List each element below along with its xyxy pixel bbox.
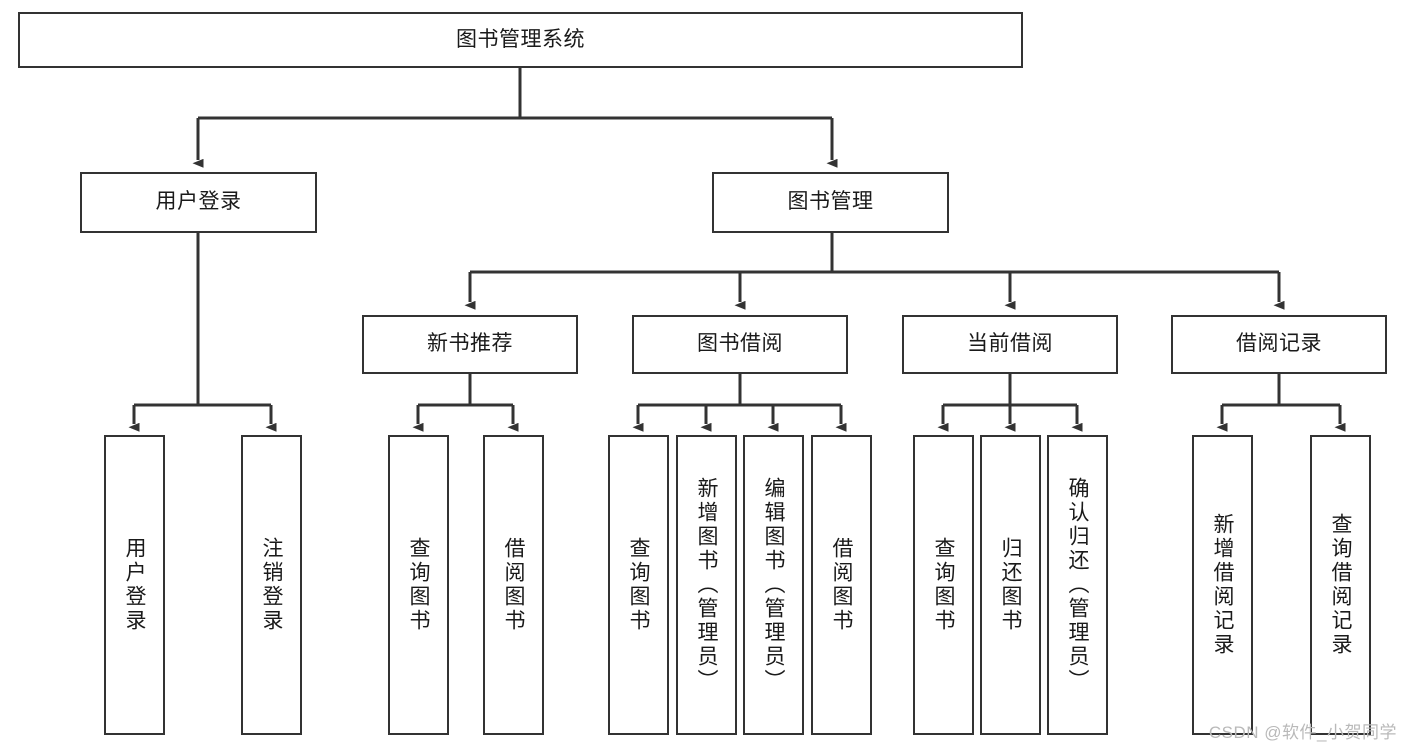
node-leaf-query-book-3[interactable]: 查询图书: [913, 435, 974, 735]
node-leaf-user-logout-label: 注销登录: [260, 537, 283, 633]
node-leaf-query-book-2[interactable]: 查询图书: [608, 435, 669, 735]
node-leaf-user-logout[interactable]: 注销登录: [241, 435, 302, 735]
node-leaf-query-book-1[interactable]: 查询图书: [388, 435, 449, 735]
node-current-borrow-label: 当前借阅: [967, 332, 1053, 356]
watermark-text: CSDN @软件_小贺同学: [1208, 723, 1397, 742]
node-leaf-return-book[interactable]: 归还图书: [980, 435, 1041, 735]
node-book-manage[interactable]: 图书管理: [712, 172, 949, 233]
node-leaf-borrow-book-2[interactable]: 借阅图书: [811, 435, 872, 735]
node-leaf-add-record-label: 新增借阅记录: [1211, 513, 1234, 657]
node-leaf-return-book-label: 归还图书: [999, 537, 1022, 633]
node-leaf-query-book-2-label: 查询图书: [627, 537, 650, 633]
node-leaf-query-book-1-label: 查询图书: [407, 537, 430, 633]
node-leaf-user-login[interactable]: 用户登录: [104, 435, 165, 735]
node-leaf-borrow-book-1-label: 借阅图书: [502, 537, 525, 633]
node-leaf-confirm-return-label: 确认归还（管理员）: [1066, 477, 1089, 693]
node-user-login[interactable]: 用户登录: [80, 172, 317, 233]
node-root[interactable]: 图书管理系统: [18, 12, 1023, 68]
node-borrow-record[interactable]: 借阅记录: [1171, 315, 1387, 374]
node-current-borrow[interactable]: 当前借阅: [902, 315, 1118, 374]
node-leaf-query-record[interactable]: 查询借阅记录: [1310, 435, 1371, 735]
node-book-borrow[interactable]: 图书借阅: [632, 315, 848, 374]
node-leaf-user-login-label: 用户登录: [123, 537, 146, 633]
node-leaf-edit-book-label: 编辑图书（管理员）: [762, 477, 785, 693]
node-book-manage-label: 图书管理: [787, 190, 874, 214]
node-new-book-rec[interactable]: 新书推荐: [362, 315, 578, 374]
node-leaf-add-record[interactable]: 新增借阅记录: [1192, 435, 1253, 735]
node-user-login-label: 用户登录: [155, 190, 242, 214]
node-leaf-borrow-book-1[interactable]: 借阅图书: [483, 435, 544, 735]
node-leaf-confirm-return[interactable]: 确认归还（管理员）: [1047, 435, 1108, 735]
node-root-label: 图书管理系统: [456, 27, 585, 51]
node-leaf-query-record-label: 查询借阅记录: [1329, 513, 1352, 657]
node-leaf-edit-book[interactable]: 编辑图书（管理员）: [743, 435, 804, 735]
node-book-borrow-label: 图书借阅: [697, 332, 783, 356]
node-leaf-query-book-3-label: 查询图书: [932, 537, 955, 633]
node-borrow-record-label: 借阅记录: [1236, 332, 1322, 356]
node-leaf-add-book-label: 新增图书（管理员）: [695, 477, 718, 693]
node-new-book-rec-label: 新书推荐: [427, 332, 513, 356]
node-leaf-add-book[interactable]: 新增图书（管理员）: [676, 435, 737, 735]
node-leaf-borrow-book-2-label: 借阅图书: [830, 537, 853, 633]
